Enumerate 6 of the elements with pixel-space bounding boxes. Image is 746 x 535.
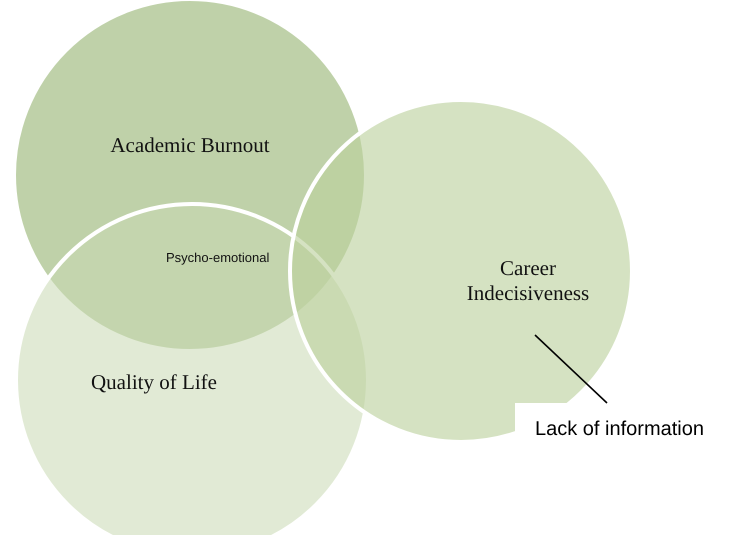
circle-label: Quality of Life bbox=[90, 370, 218, 396]
callout-text: Lack of information bbox=[535, 417, 704, 442]
leader-line bbox=[534, 334, 608, 404]
circle-label: Career Indecisiveness bbox=[466, 256, 590, 306]
circle-label: Academic Burnout bbox=[109, 133, 271, 158]
overlap-label: Psycho-emotional bbox=[166, 249, 270, 267]
